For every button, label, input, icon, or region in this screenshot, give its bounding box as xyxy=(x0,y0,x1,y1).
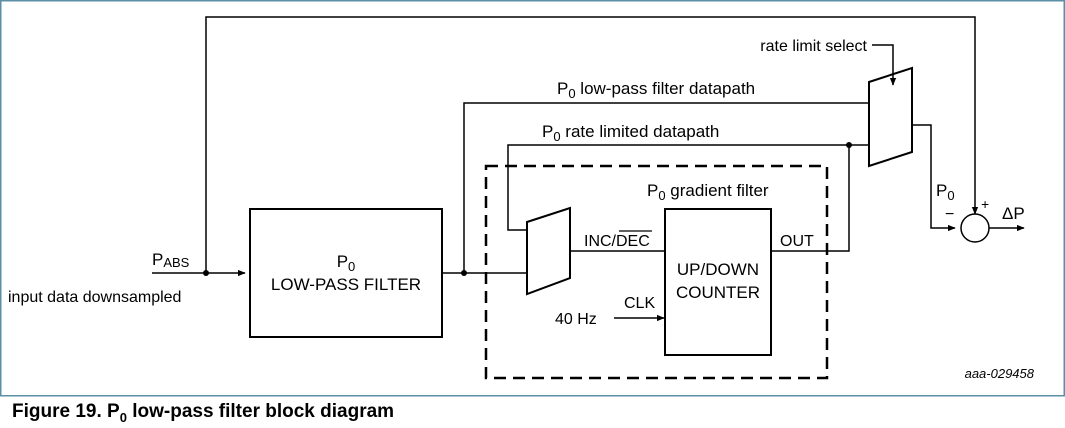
pabs-feedback-wire xyxy=(205,16,979,273)
plus-sign: + xyxy=(981,196,989,212)
input-mux xyxy=(526,206,571,296)
input-note-label: input data downsampled xyxy=(8,289,181,306)
caption-subscript: 0 xyxy=(119,409,127,425)
counter-line2-label: COUNTER xyxy=(676,283,760,302)
rate-limited-datapath-label: P0 rate limited datapath xyxy=(542,122,719,144)
output-mux xyxy=(868,66,913,168)
lpf-datapath-label: P0 low-pass filter datapath xyxy=(557,79,755,101)
clk-label: CLK xyxy=(624,295,655,312)
counter-out-wire xyxy=(771,145,850,252)
input-junction-dot xyxy=(203,270,209,276)
delta-p-label: ΔP xyxy=(1002,204,1025,223)
mux-to-sum-wire xyxy=(912,124,956,232)
summing-junction xyxy=(960,213,990,243)
caption-suffix: low-pass filter block diagram xyxy=(126,401,395,422)
rate-limit-select-label: rate limit select xyxy=(760,38,867,55)
figure-id-label: aaa-029458 xyxy=(965,366,1035,381)
pabs-label: PABS xyxy=(152,250,190,270)
p0-label: P0 xyxy=(936,181,955,203)
minus-sign: − xyxy=(945,206,954,223)
up-down-counter-block xyxy=(664,208,772,356)
lpf-title-label: P0 xyxy=(337,252,356,274)
rate-limit-select-wire xyxy=(872,44,897,86)
caption-prefix: Figure 19. P xyxy=(12,401,120,422)
gradient-filter-boundary xyxy=(484,164,829,380)
lpf-name-label: LOW-PASS FILTER xyxy=(271,275,421,294)
gradient-filter-label: P0 gradient filter xyxy=(647,181,769,203)
counter-line1-label: UP/DOWN xyxy=(677,260,759,279)
low-pass-filter-block xyxy=(249,208,443,338)
frequency-label: 40 Hz xyxy=(555,311,597,328)
diagram-frame xyxy=(0,0,1065,397)
out-label: OUT xyxy=(780,233,814,250)
lpf-datapath-wire xyxy=(463,102,869,273)
figure-caption: Figure 19. P0 low-pass filter block diag… xyxy=(12,401,394,425)
inc-dec-label: INC/DEC xyxy=(584,233,650,250)
rate-limited-datapath-wire xyxy=(507,144,849,231)
